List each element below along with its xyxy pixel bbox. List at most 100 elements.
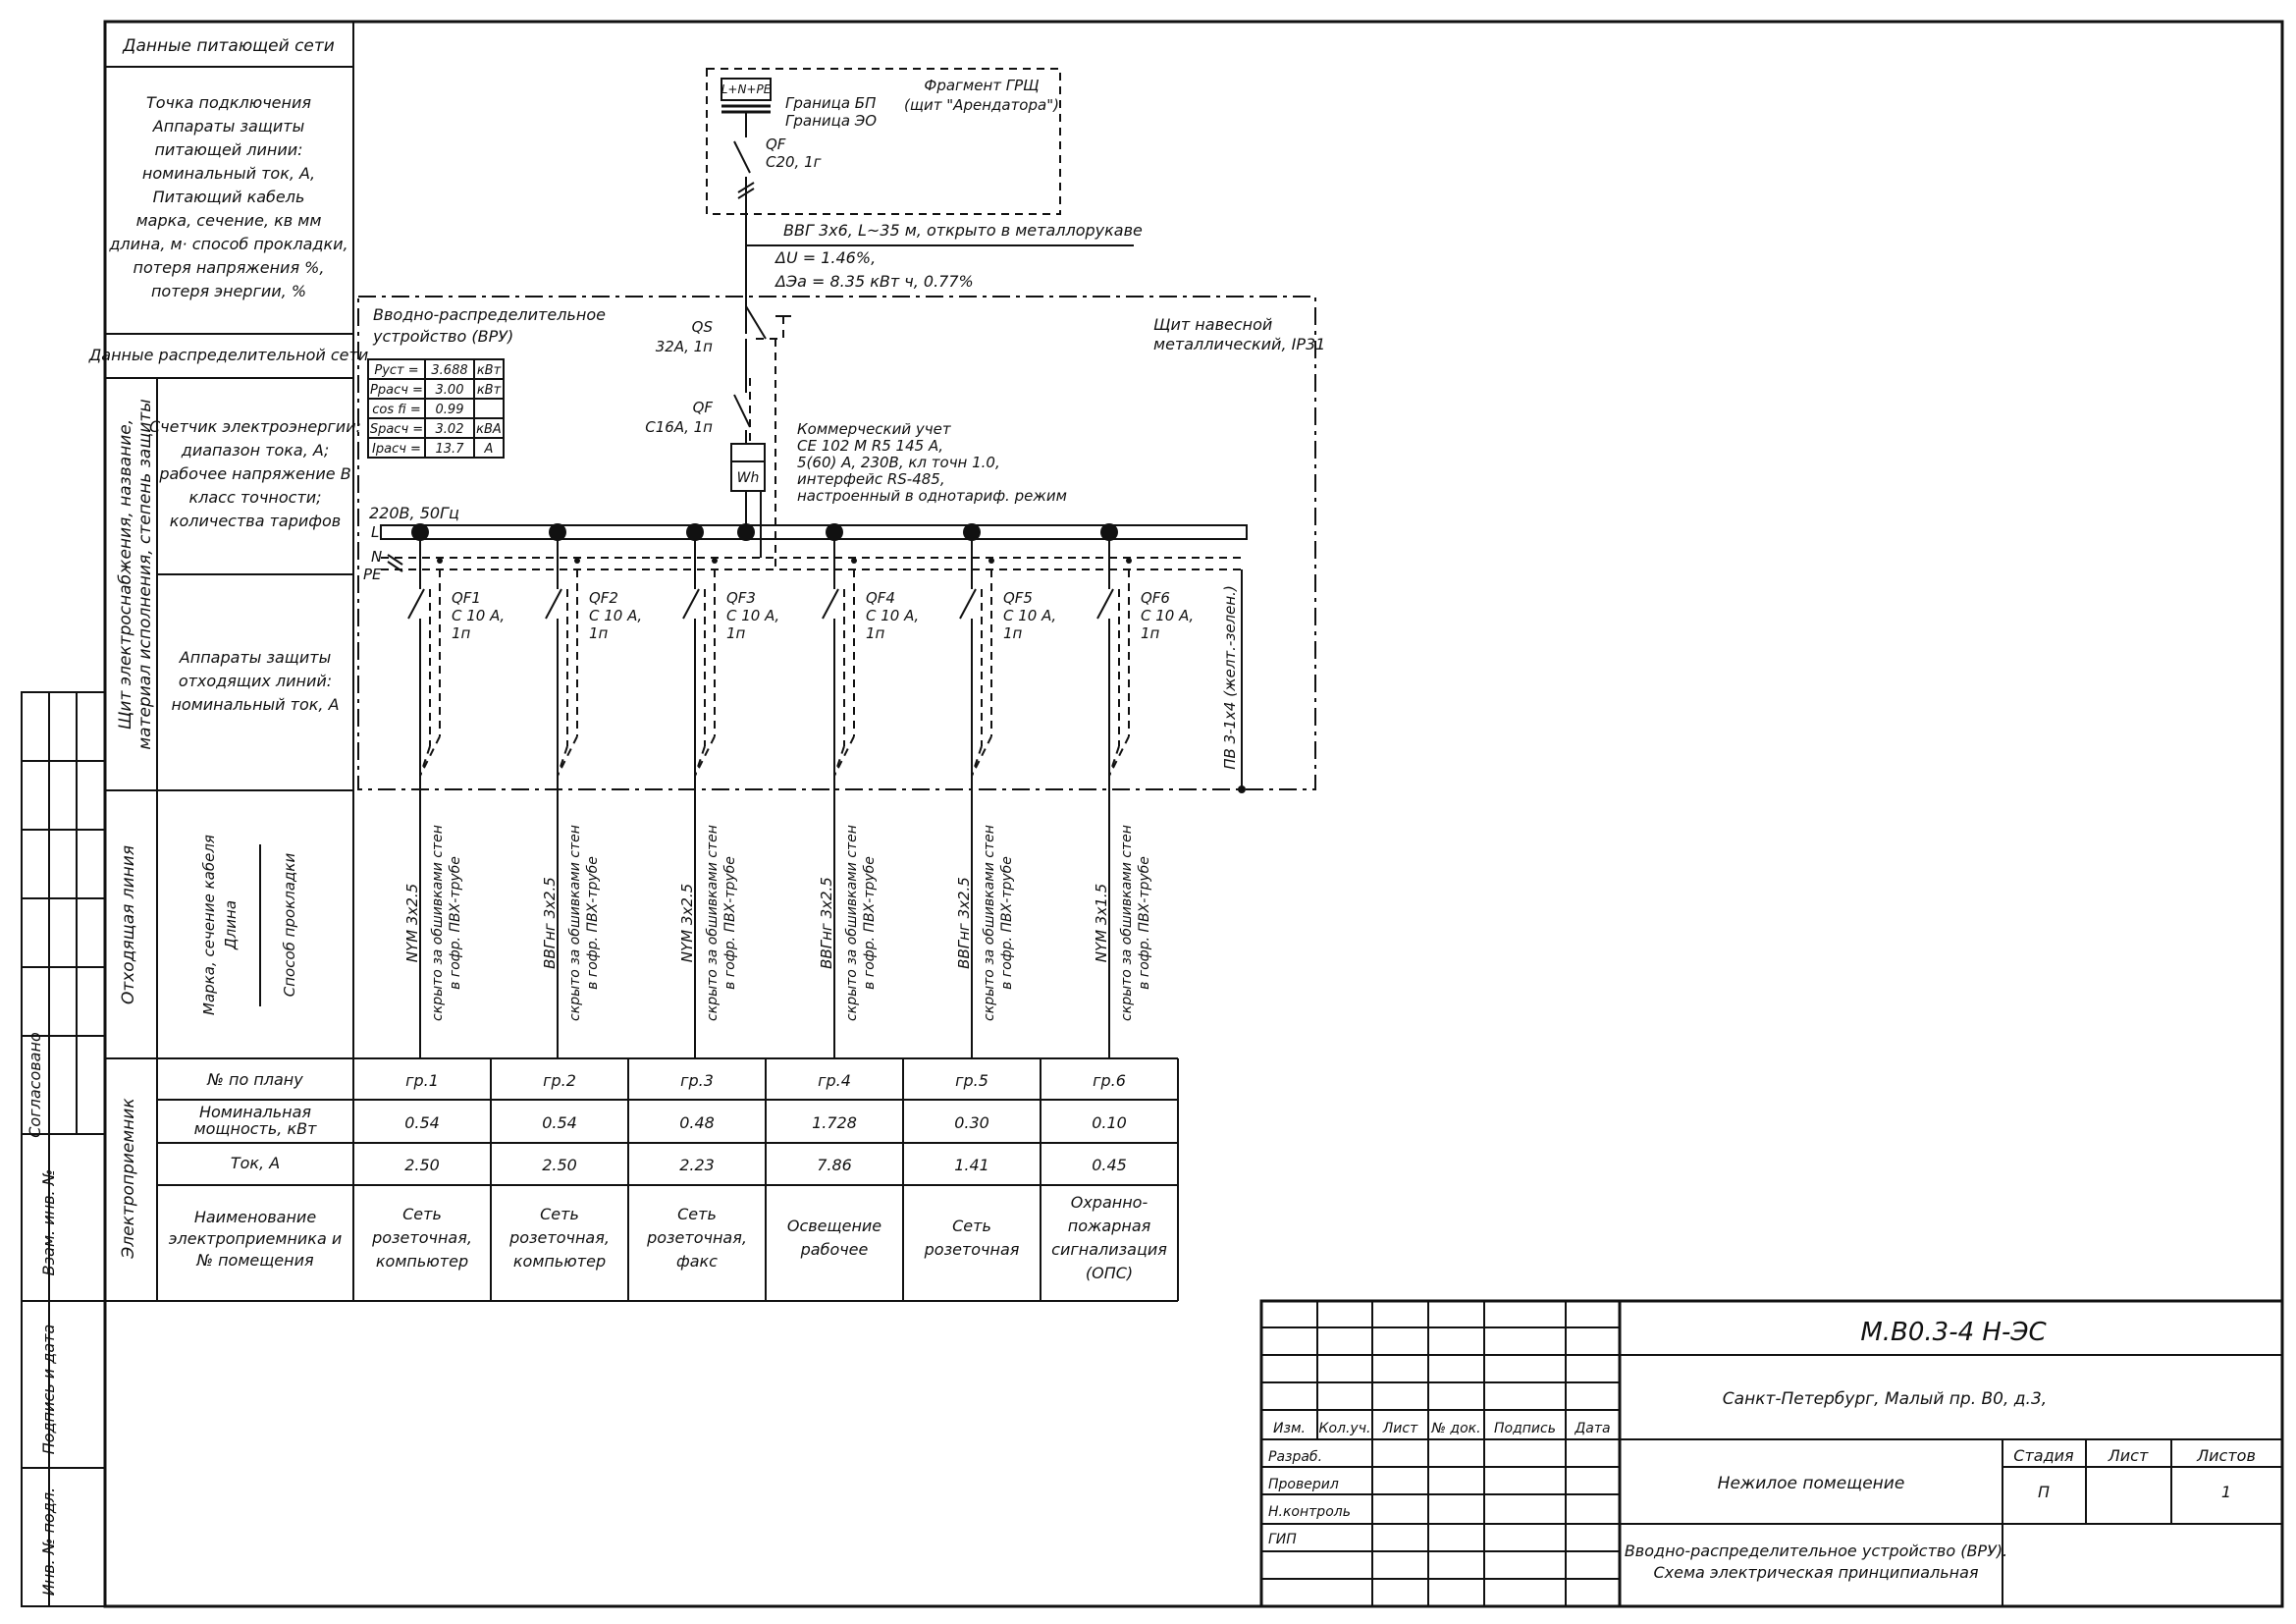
fragment-line: Фрагмент ГРЩ [924, 77, 1039, 94]
supply-desc-line: Питающий кабель [153, 188, 305, 206]
agreed-label: Согласовано [26, 1032, 44, 1138]
param-cell [473, 398, 505, 419]
param-value: cos fi = [372, 403, 420, 417]
power-value: 0.48 [679, 1113, 715, 1132]
consumer-name: Сеть [677, 1205, 717, 1223]
object-name: Нежилое помещение [1718, 1474, 1905, 1493]
supply-desc-line: Аппараты защиты [152, 117, 304, 135]
sheets-label: Листов [2196, 1446, 2256, 1465]
tb-role: Проверил [1268, 1477, 1339, 1492]
current-value: 2.23 [679, 1156, 715, 1174]
qf-line: QF [693, 399, 714, 416]
feeder-qf-label: QF6 [1141, 589, 1170, 607]
cable-type: ВВГнг 3х2.5 [955, 877, 973, 969]
cable-method: скрыто за обшивками стен [430, 825, 446, 1021]
bus-connection-dot [549, 523, 566, 541]
supply-bus-box [721, 78, 772, 101]
energy-meter-symbol [730, 443, 766, 492]
cable-method: в гофр. ПВХ-трубе [862, 856, 878, 990]
power-value: 0.10 [1092, 1113, 1127, 1132]
bus-N-label: N [371, 548, 382, 566]
fragment-label: Фрагмент ГРЩ(щит "Арендатора") [904, 77, 1059, 114]
current-value: 1.41 [954, 1156, 989, 1174]
qf-input-contact [733, 394, 751, 428]
supply-desc-line: Точка подключения [146, 93, 311, 112]
cable-method: скрыто за обшивками стен [844, 825, 860, 1021]
supply-desc-line: питающей линии: [154, 140, 302, 159]
consumer-name: (ОПС) [1086, 1264, 1133, 1282]
qf-line: С16А, 1п [645, 418, 713, 436]
address: Санкт-Петербург, Малый пр. В0, д.3, [1723, 1389, 2047, 1409]
feeder-qf-label: QF2 [589, 589, 618, 607]
inv-replace-label: Взам. инв. № [39, 1169, 58, 1276]
feeder-breaker-contact [545, 588, 562, 620]
feeder-breaker-contact [959, 588, 977, 620]
bus-L [380, 524, 1248, 540]
meter-text-line: Коммерческий учет [797, 420, 952, 438]
cable-method: в гофр. ПВХ-трубе [999, 856, 1015, 990]
meter-description: Счетчик электроэнергии:диапазон тока, А;… [149, 417, 361, 530]
feeder-rating: C 10 А, [726, 607, 779, 624]
power-value: 1.728 [812, 1113, 857, 1132]
cable-method: скрыто за обшивками стен [1119, 825, 1135, 1021]
energy-loss: ΔЭа = 8.35 кВт ч, 0.77% [774, 272, 974, 291]
param-cell [473, 437, 505, 459]
cable-type: ВВГнг 3х2.5 [818, 877, 835, 969]
supply-desc-line: марка, сечение, кв мм [136, 211, 322, 230]
cable-method: в гофр. ПВХ-трубе [1137, 856, 1152, 990]
tb-header: № док. [1430, 1421, 1480, 1436]
param-value: Spасч = [370, 422, 423, 437]
bus-connection-dot [1100, 523, 1118, 541]
cable-type: NYM 3х2.5 [403, 884, 421, 962]
supply-qf-line: QF [766, 135, 786, 153]
supply-breaker-contact [733, 140, 751, 174]
consumer-name: сигнализация [1051, 1240, 1167, 1259]
cable-method: скрыто за обшивками стен [982, 825, 997, 1021]
pe-cable-label: ПВ 3-1х4 (желт.-зелен.) [1221, 585, 1239, 770]
plan-number: гр.6 [1093, 1071, 1126, 1090]
feeder-poles: 1п [1141, 624, 1160, 642]
bus-PE-label: PE [363, 566, 382, 583]
plan-number: гр.3 [680, 1071, 714, 1090]
param-value: кВт [477, 383, 502, 398]
boundary-line: Граница ЭО [785, 112, 877, 130]
consumer-name: розеточная, [646, 1228, 747, 1247]
cable-type: ВВГнг 3х2.5 [541, 877, 559, 969]
voltage-label: 220В, 50Гц [369, 504, 459, 522]
cable-method: в гофр. ПВХ-трубе [585, 856, 601, 990]
cable-method: скрыто за обшивками стен [567, 825, 583, 1021]
cable-method: в гофр. ПВХ-трубе [722, 856, 738, 990]
current-value: 0.45 [1092, 1156, 1127, 1174]
consumer-name: рабочее [800, 1240, 869, 1259]
feeder-poles: 1п [1003, 624, 1023, 642]
panel-encl-line: Щит навесной [1153, 315, 1272, 334]
protect-desc-line: номинальный ток, А [171, 695, 339, 714]
panel-title-line: Вводно-распределительное [373, 305, 606, 324]
consumer-name: Сеть [402, 1205, 442, 1223]
protect-desc-line: Аппараты защиты [179, 648, 331, 667]
sheet-frame [103, 20, 2284, 1608]
supply-qf-line: C20, 1г [766, 153, 822, 171]
supply-header: Данные питающей сети [122, 36, 335, 56]
feeder-rating: C 10 А, [1141, 607, 1194, 624]
row-plan-label: № по плану [206, 1070, 303, 1089]
tb-header: Подпись [1494, 1421, 1556, 1436]
plan-number: гр.1 [405, 1071, 439, 1090]
feeder-rating: C 10 А, [1003, 607, 1056, 624]
cable-desc-3: Способ прокладки [281, 853, 298, 998]
sheets-value: 1 [2221, 1483, 2231, 1501]
distribution-header: Данные распределительной сети [88, 346, 368, 364]
tb-role: Н.контроль [1268, 1504, 1351, 1520]
inv-orig-label: Инв. № подл. [39, 1488, 58, 1596]
param-value: 13.7 [436, 442, 465, 457]
consumer-name: розеточная, [371, 1228, 472, 1247]
qs-line: 32А, 1п [656, 338, 713, 355]
tb-header: Кол.уч. [1319, 1421, 1371, 1436]
current-value: 2.50 [404, 1156, 440, 1174]
